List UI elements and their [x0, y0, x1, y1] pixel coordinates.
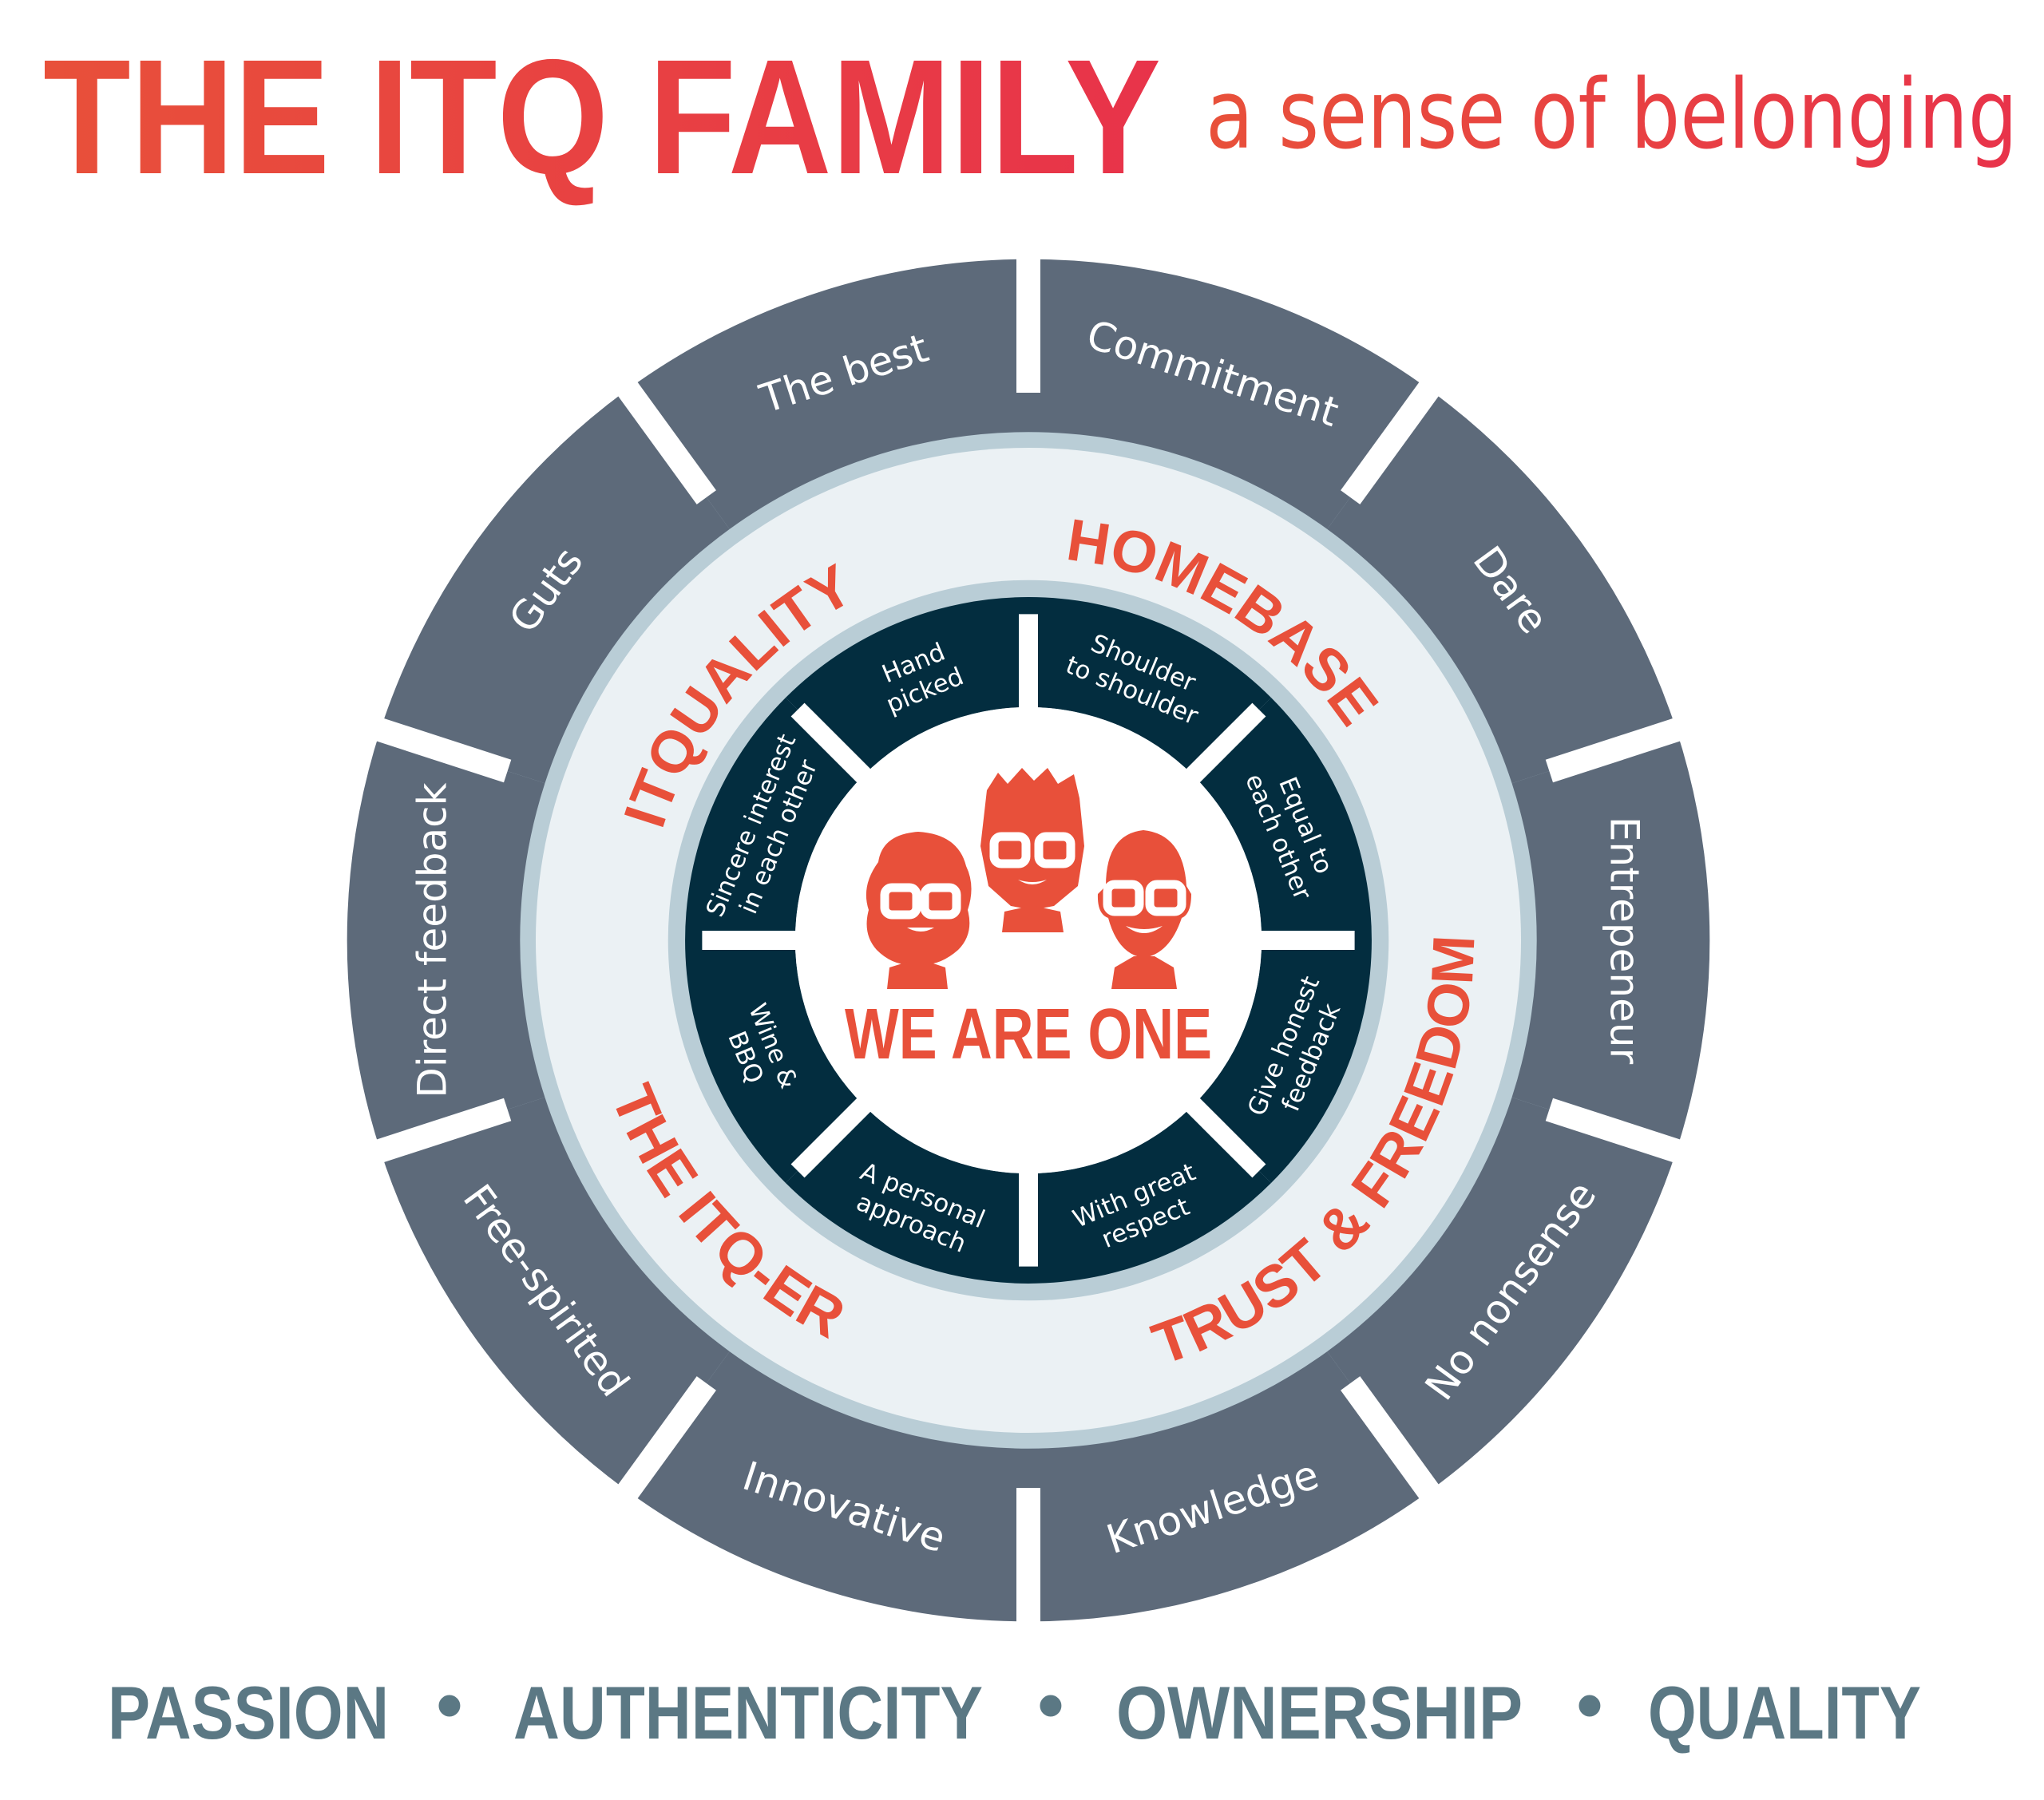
outer-segment — [380, 389, 730, 784]
outer-segment — [1028, 259, 1429, 529]
outer-segment — [380, 1097, 730, 1492]
inner-segment — [785, 1105, 1028, 1284]
inner-segment — [1193, 697, 1372, 940]
center-slogan: WE ARE ONE — [845, 995, 1212, 1074]
segment-divider — [1341, 1376, 1454, 1520]
outer-segment — [1327, 1097, 1677, 1492]
page-subtitle: a sense of belonging — [1206, 60, 2018, 171]
outer-segment-label: Entrepeneur — [1602, 817, 1648, 1065]
inner-segment — [1193, 940, 1372, 1184]
inner-segment — [1028, 1105, 1272, 1284]
inner-segment — [785, 597, 1028, 776]
separator-dot: • — [437, 1663, 463, 1747]
value-quality: QUALITY — [1648, 1671, 1921, 1755]
segment-divider — [603, 1376, 716, 1520]
core-values: PASSION • AUTHENTICITY • OWNERSHIP • QUA… — [108, 1663, 1921, 1755]
segment-divider — [603, 361, 716, 504]
avatar-right-icon — [1097, 830, 1191, 989]
segment-divider — [1341, 361, 1454, 504]
outer-segment — [628, 1351, 1028, 1622]
value-passion: PASSION — [108, 1671, 389, 1755]
separator-dot: • — [1038, 1663, 1064, 1747]
inner-segment — [1028, 597, 1272, 776]
outer-segment — [1511, 730, 1710, 1151]
team-avatars-icon — [866, 768, 1191, 989]
separator-dot: • — [1577, 1663, 1603, 1747]
value-ownership: OWNERSHIP — [1116, 1671, 1523, 1755]
segment-divider — [351, 1098, 512, 1171]
avatar-middle-icon — [980, 768, 1084, 932]
page-title: THE ITQ FAMILY — [43, 26, 1161, 208]
outer-segment — [1028, 1351, 1429, 1622]
outer-segment-label: Direct feedback — [409, 782, 455, 1098]
center-circle — [794, 706, 1262, 1174]
segment-divider — [1545, 710, 1705, 783]
inner-segment — [685, 697, 864, 940]
outer-segment — [347, 730, 545, 1151]
segment-divider — [351, 710, 512, 783]
outer-segment — [1327, 389, 1677, 784]
value-authenticity: AUTHENTICITY — [513, 1671, 983, 1755]
inner-segment — [685, 940, 864, 1184]
outer-segment — [628, 259, 1028, 529]
segment-divider — [1545, 1098, 1705, 1171]
